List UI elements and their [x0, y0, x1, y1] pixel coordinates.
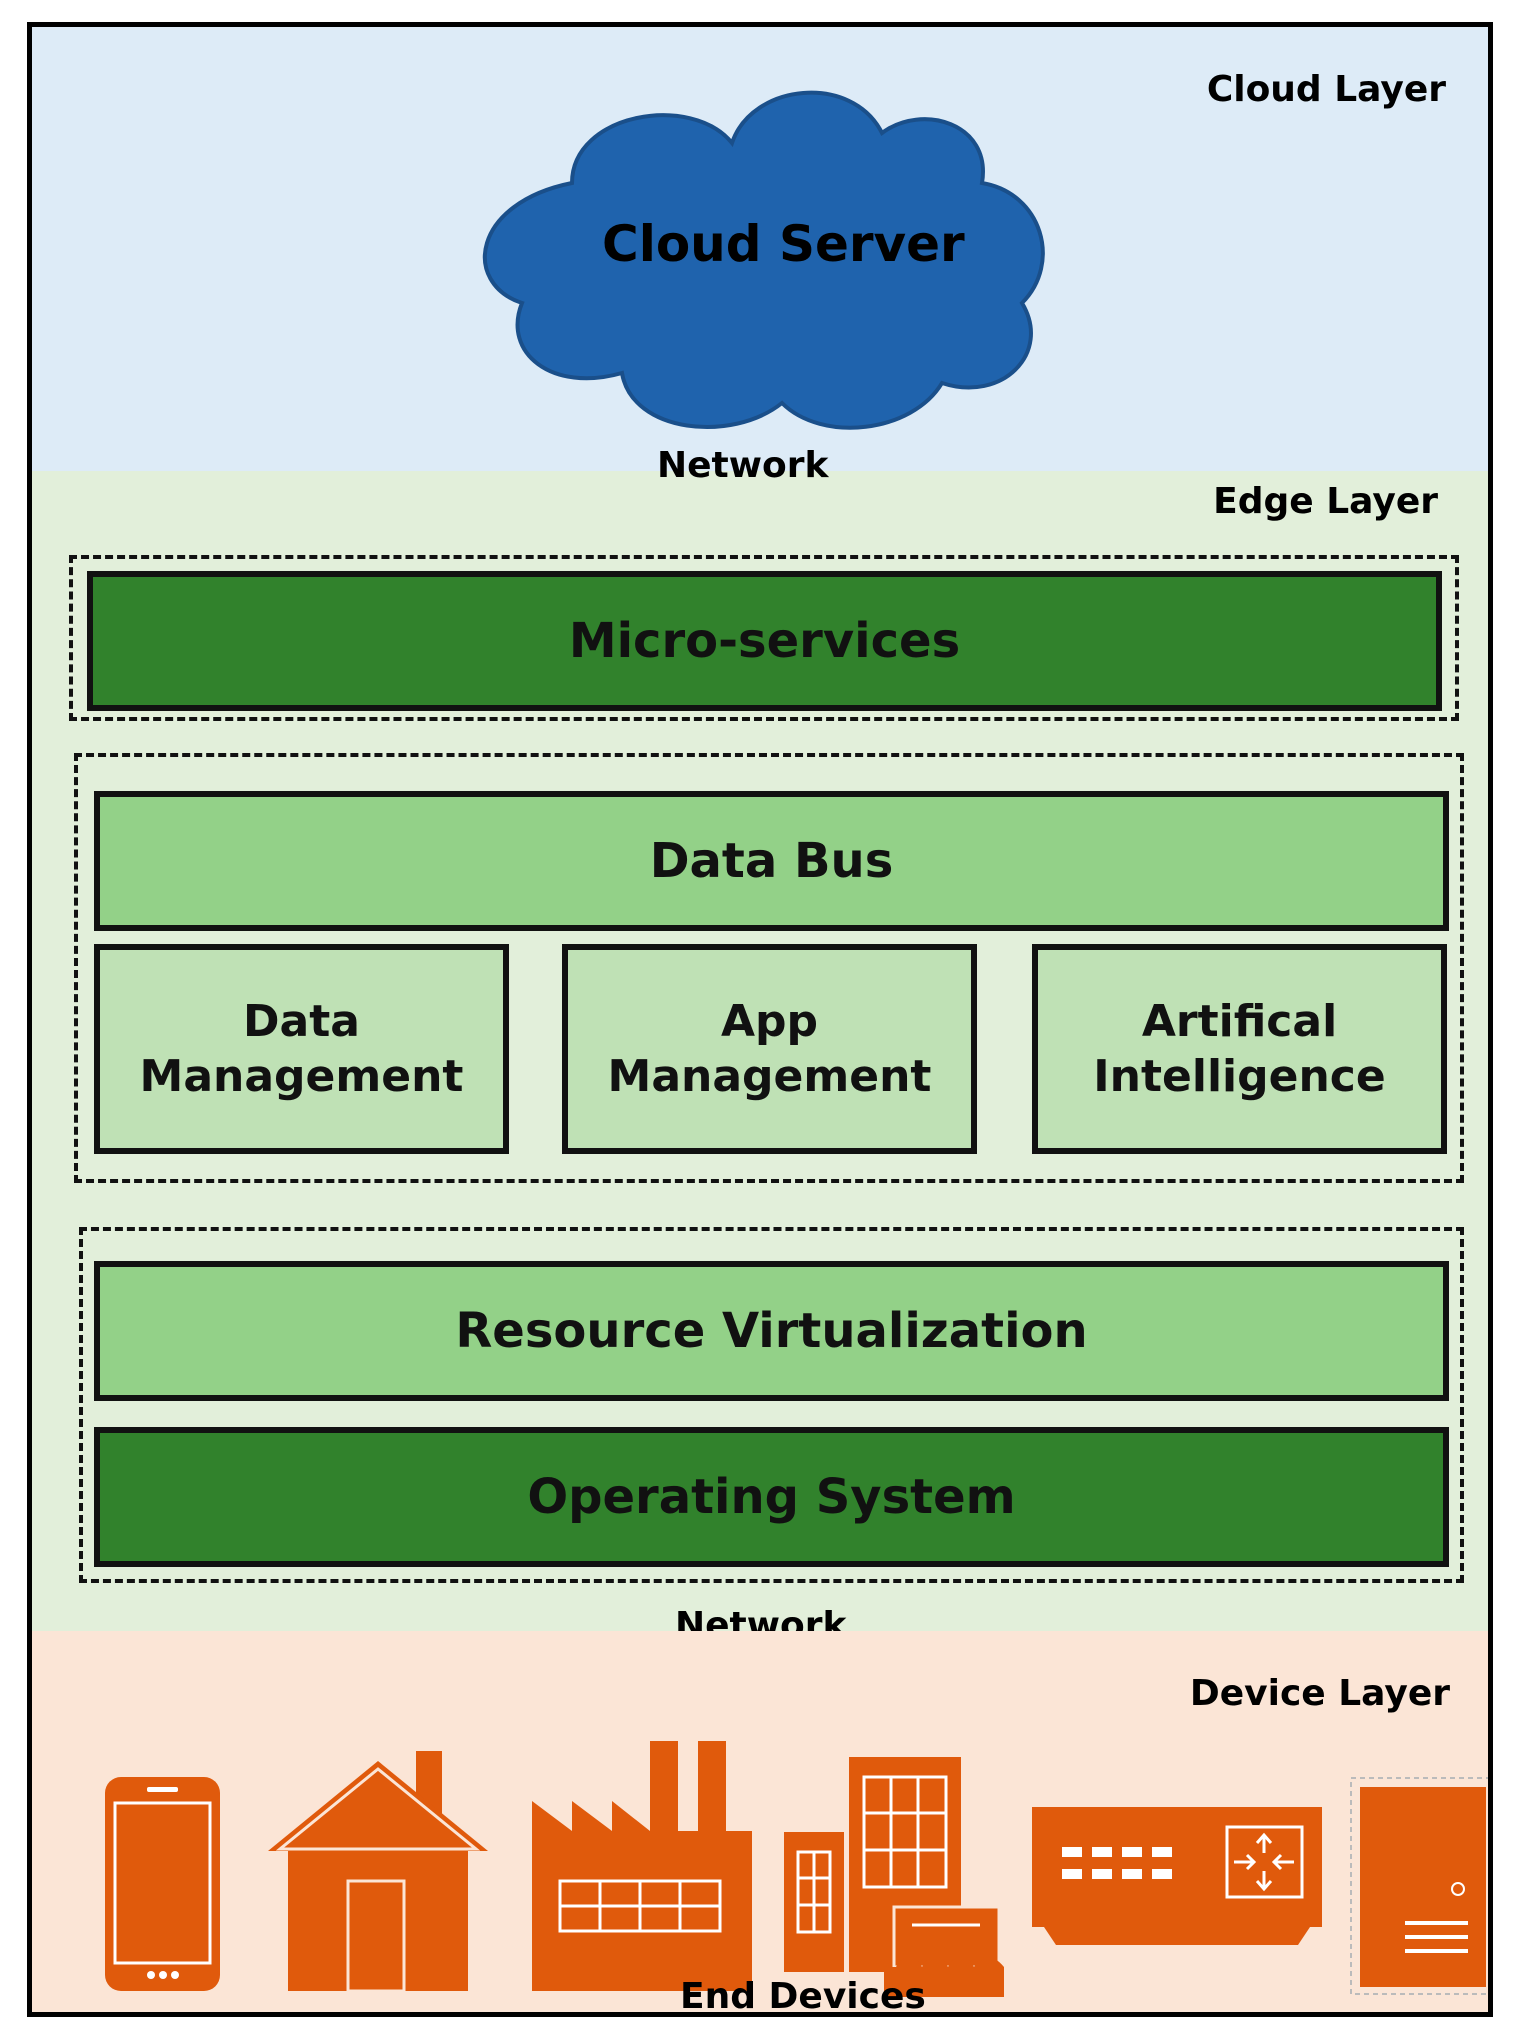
artificial-intelligence-box: Artifical Intelligence — [1032, 944, 1447, 1154]
app-management-label: App Management — [607, 996, 932, 1102]
data-bus-box: Data Bus — [94, 791, 1449, 931]
data-bus-label: Data Bus — [649, 833, 894, 889]
cloud-server-label: Cloud Server — [602, 215, 965, 273]
operating-system-label: Operating System — [527, 1469, 1016, 1525]
smartphone-icon — [105, 1777, 220, 1991]
data-management-label: Data Management — [139, 996, 464, 1102]
network-label-top: Network — [657, 445, 829, 486]
resource-virtualization-label: Resource Virtualization — [455, 1303, 1088, 1359]
factory-icon — [532, 1741, 752, 1991]
server-tower-icon — [1350, 1777, 1488, 1995]
artificial-intelligence-label: Artifical Intelligence — [1093, 996, 1386, 1102]
app-management-box: App Management — [562, 944, 977, 1154]
edge-layer: Edge Layer Micro-services Data Bus Data … — [32, 471, 1488, 1631]
cloud-layer: Cloud Layer Cloud Server — [32, 27, 1488, 471]
micro-services-box: Micro-services — [87, 571, 1442, 711]
micro-services-label: Micro-services — [568, 613, 961, 669]
platform-group — [79, 1227, 1464, 1583]
device-layer-label: Device Layer — [1189, 1673, 1450, 1714]
device-layer: Device Layer — [32, 1631, 1488, 2017]
cloud-server-icon — [483, 90, 1045, 430]
cloud-layer-label: Cloud Layer — [1206, 69, 1446, 110]
architecture-diagram: Cloud Layer Cloud Server Edge Layer Micr… — [27, 22, 1493, 2017]
network-switch-icon — [1032, 1807, 1322, 1945]
middleware-group — [74, 753, 1464, 1183]
resource-virtualization-box: Resource Virtualization — [94, 1261, 1449, 1401]
end-devices-label: End Devices — [680, 1976, 926, 2017]
operating-system-box: Operating System — [94, 1427, 1449, 1567]
house-icon — [268, 1751, 488, 1991]
micro-services-group — [69, 555, 1459, 721]
office-buildings-icon — [784, 1757, 1004, 1997]
data-management-box: Data Management — [94, 944, 509, 1154]
edge-layer-label: Edge Layer — [1213, 481, 1438, 522]
